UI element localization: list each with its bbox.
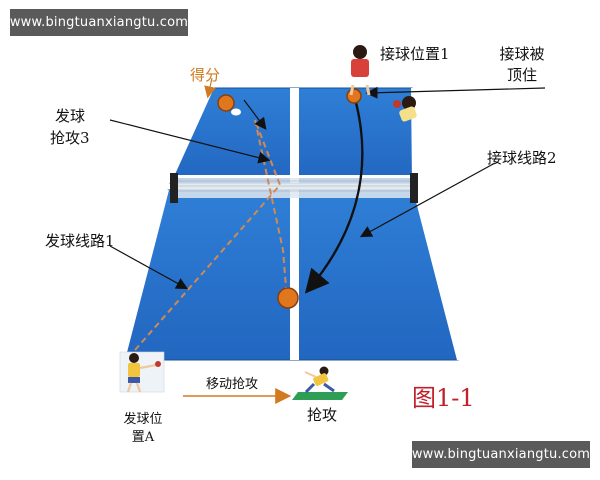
figure-label: 图1-1 — [412, 384, 475, 412]
ball-shadow — [231, 108, 241, 116]
label-serve-attack-line1: 发球 — [55, 107, 86, 125]
table-edge-left-near — [123, 189, 169, 361]
label-serve-route: 发球线路1 — [45, 232, 115, 250]
label-serve-position-line1: 发球位 — [123, 412, 163, 427]
ball-landing — [277, 287, 299, 309]
pointer-receive-route — [359, 162, 496, 238]
table-edge-right-near — [413, 189, 459, 361]
label-receive-position: 接球位置1 — [380, 45, 450, 63]
center-line-near — [290, 190, 299, 360]
watermark-bottom: www.bingtuanxiangtu.com — [412, 441, 590, 468]
pointer-score — [243, 99, 267, 130]
label-score: 得分 — [190, 66, 221, 84]
net-post-left — [170, 173, 178, 203]
blocked-receiver-icon — [393, 96, 417, 122]
center-line-far — [290, 88, 299, 183]
label-receive-blocked-line2: 顶住 — [506, 66, 537, 84]
label-receive-route: 接球线路2 — [487, 149, 557, 167]
serve-route-dashed — [134, 119, 282, 351]
label-attack: 抢攻 — [307, 406, 338, 424]
net-post-right — [410, 173, 418, 203]
pointer-serve-route — [109, 245, 189, 290]
net-mesh — [174, 180, 414, 192]
receive-route-curve — [304, 94, 364, 294]
server-player-icon — [119, 351, 165, 393]
watermark-top: www.bingtuanxiangtu.com — [10, 9, 188, 36]
net — [174, 176, 414, 198]
label-receive-blocked-line1: 接球被 — [499, 45, 545, 63]
attack-player-icon — [292, 366, 348, 400]
label-serve-attack-line2: 抢攻3 — [50, 129, 90, 147]
receiver-player-icon — [349, 45, 371, 96]
pointer-receive-blocked — [365, 86, 546, 99]
ball-score — [217, 94, 235, 112]
pointer-score-curve — [204, 77, 216, 99]
label-move-attack: 移动抢攻 — [206, 377, 259, 392]
table-edge-lines — [169, 87, 214, 184]
ball-receive-position — [346, 88, 362, 104]
pointer-serve-attack — [109, 119, 271, 164]
label-serve-position-line2: 置A — [131, 430, 155, 445]
net-top-band — [174, 175, 414, 178]
